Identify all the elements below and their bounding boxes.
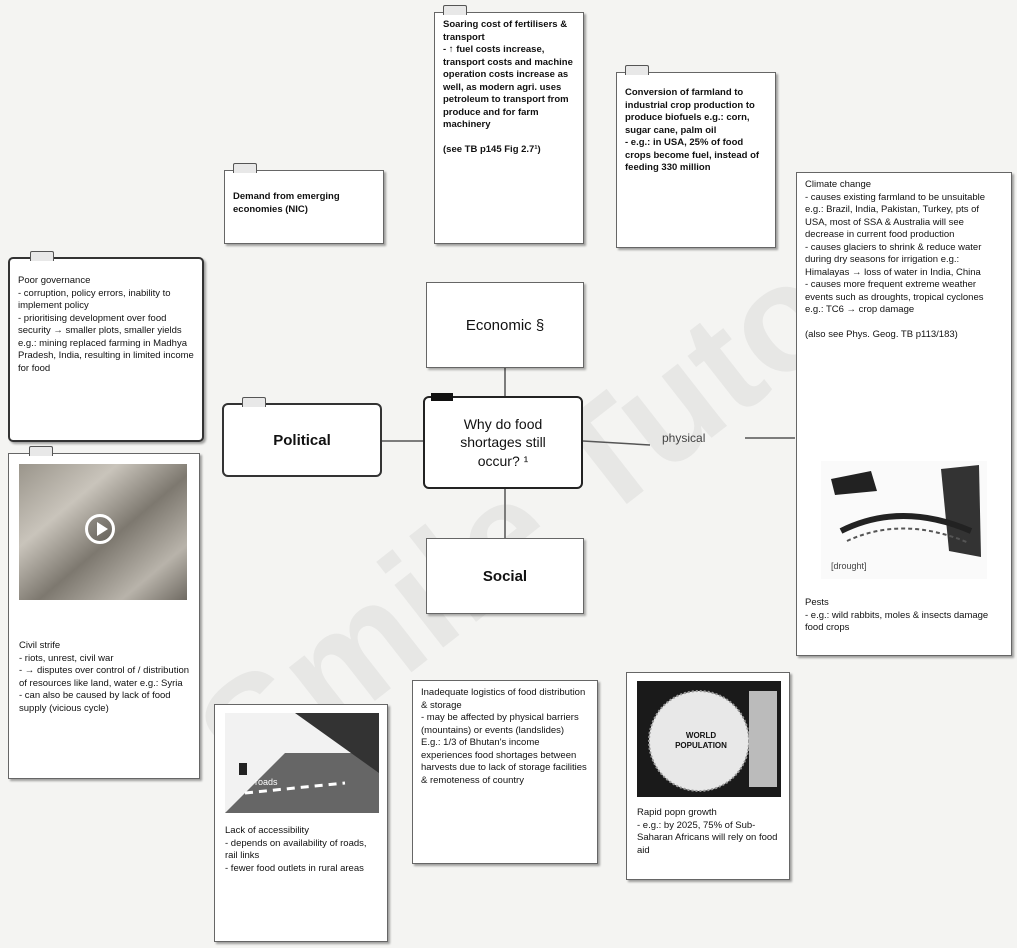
drought-image: [drought] [821,461,987,579]
card-tab [233,163,257,173]
central-question-title: Why do food shortages still occur? ¹ [460,416,546,469]
node-label: Social [482,567,528,585]
card-population[interactable]: WORLD POPULATION Rapid popn growth - e.g… [626,672,790,880]
card-text: Climate change - causes existing farmlan… [805,179,986,341]
node-label: Economic § [465,316,545,334]
card-accessibility[interactable]: roads Lack of accessibility - depends on… [214,704,388,942]
card-text: Demand from emerging economies (NIC) [233,191,340,215]
card-civil-strife[interactable]: Civil strife - riots, unrest, civil war … [8,446,200,779]
image-caption: WORLD POPULATION [675,731,727,751]
card-demand[interactable]: Demand from emerging economies (NIC) [224,163,384,244]
card-logistics[interactable]: Inadequate logistics of food distributio… [412,680,598,864]
card-text-pests: Pests - e.g.: wild rabbits, moles & inse… [805,597,989,634]
card-climate-change[interactable]: Climate change - causes existing farmlan… [796,172,1012,656]
node-physical[interactable]: physical [662,431,706,445]
roads-image: roads [225,713,379,813]
play-icon[interactable] [85,514,115,544]
node-label: Political [273,431,331,449]
card-text: Lack of accessibility - depends on avail… [225,825,367,874]
card-tab [30,251,54,261]
connector-physical-a [582,440,651,446]
image-caption: roads [255,777,278,787]
image-caption: [drought] [831,561,867,571]
card-governance[interactable]: Poor governance - corruption, policy err… [8,251,204,442]
central-question[interactable]: Why do food shortages still occur? ¹ [423,393,583,489]
card-tab [29,446,53,456]
card-soaring-costs[interactable]: Soaring cost of fertilisers & transport … [434,5,584,244]
node-social[interactable]: Social [426,538,584,614]
video-thumbnail[interactable] [19,464,187,600]
card-tab [242,397,266,407]
card-tab [431,393,453,401]
card-tab [443,5,467,15]
card-text: Conversion of farmland to industrial cro… [625,87,760,174]
node-political[interactable]: Political [222,397,382,477]
population-image: WORLD POPULATION [637,681,781,797]
card-text: Soaring cost of fertilisers & transport … [443,19,573,156]
card-conversion[interactable]: Conversion of farmland to industrial cro… [616,65,776,248]
card-tab [625,65,649,75]
node-economic[interactable]: Economic § [426,282,584,368]
card-text: Poor governance - corruption, policy err… [18,275,194,374]
card-text: Rapid popn growth - e.g.: by 2025, 75% o… [637,807,778,856]
card-text: Civil strife - riots, unrest, civil war … [19,640,190,714]
card-text: Inadequate logistics of food distributio… [421,687,587,786]
